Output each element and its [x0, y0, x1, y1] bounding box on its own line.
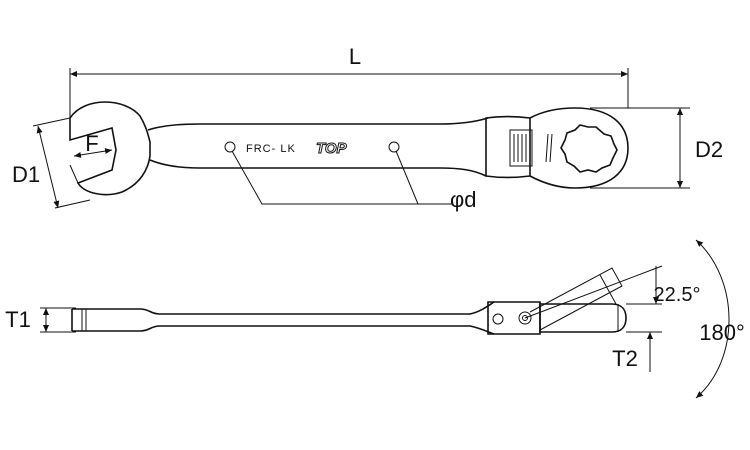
side-view: T1 22.5° T2 180°: [5, 239, 745, 399]
open-end-head: [69, 101, 151, 196]
swing-arc: [695, 239, 730, 399]
tilted-ring-head: [529, 267, 623, 331]
hole-diameter-label: φd: [450, 187, 477, 212]
d1-label: D1: [12, 162, 40, 187]
d1-extension-top: [32, 117, 71, 127]
top-view: L F D1 FRC- LK TOP φd: [12, 44, 723, 212]
d1-dimension-line: [36, 125, 60, 209]
ratchet-angle-label: 22.5°: [654, 284, 701, 306]
side-pivot: [518, 311, 532, 325]
open-end-jaw-lower: [69, 164, 79, 184]
side-hinge-hole: [492, 313, 504, 325]
open-end-size-line: [73, 148, 113, 158]
model-stamp: FRC- LK: [246, 143, 296, 155]
t2-label: T2: [612, 346, 638, 371]
open-end-size-label: F: [85, 131, 98, 156]
ring-head: [529, 107, 629, 189]
side-ring-head: [539, 303, 627, 333]
hole-leader-left: [231, 150, 452, 205]
hinge-block: [485, 115, 531, 179]
hole-right: [388, 141, 400, 153]
ring-head-hole: [560, 124, 618, 173]
t1-label: T1: [5, 307, 31, 332]
side-hinge: [487, 301, 541, 335]
hole-leader-right: [395, 150, 419, 205]
swing-angle-label: 180°: [699, 320, 745, 345]
d1-extension-bottom: [54, 199, 91, 209]
handle: [147, 117, 489, 177]
brand-logo: TOP: [316, 140, 348, 157]
direction-mark: [545, 133, 553, 163]
hole-left: [224, 141, 236, 153]
length-label: L: [349, 44, 361, 69]
d2-label: D2: [695, 137, 723, 162]
hinge-pin: [509, 129, 533, 167]
side-open-end: [71, 301, 495, 335]
angle-reference-line: [524, 265, 663, 319]
